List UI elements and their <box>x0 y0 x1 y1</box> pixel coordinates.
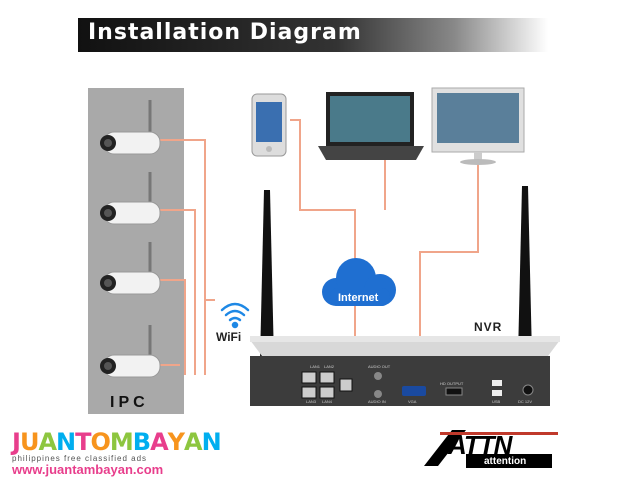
cloud-icon <box>322 258 396 306</box>
brand-logo: JUANTOMBAYAN <box>12 428 222 456</box>
nvr-vga-label: VGA <box>408 399 417 404</box>
wifi-label: WiFi <box>216 330 242 344</box>
monitor-icon <box>431 87 525 165</box>
brand-letter: J <box>12 428 21 456</box>
nvr-hd-output-label: HD OUTPUT <box>440 381 464 386</box>
brand-tagline: philippines free classified ads <box>12 454 148 463</box>
brand-letter: B <box>132 428 151 456</box>
power-jack <box>522 384 534 396</box>
nvr-device <box>250 336 560 406</box>
ip-camera-4 <box>100 325 161 378</box>
camera2-connector <box>160 209 196 375</box>
nvr-audio-in-label: AUDIO IN <box>368 399 386 404</box>
laptop-icon <box>318 92 424 160</box>
lan-port-4 <box>319 386 335 399</box>
vga-port <box>402 386 426 396</box>
nvr-antenna-left <box>260 190 274 360</box>
wan-port <box>339 378 353 392</box>
nvr-audio-out-label: AUDIO OUT <box>368 364 391 369</box>
brand-letter: A <box>184 428 203 456</box>
brand-letter: A <box>150 428 169 456</box>
nvr-lan2-label: LAN2 <box>324 364 335 369</box>
lan-port-2 <box>319 371 335 384</box>
brand-letter: N <box>56 428 76 456</box>
nvr-power-label: DC 12V <box>518 399 532 404</box>
nvr-lan1-label: LAN1 <box>310 364 321 369</box>
camera3-connector <box>160 279 186 375</box>
phone-connector <box>290 119 356 265</box>
nvr-lan4-label: LAN4 <box>322 399 333 404</box>
nvr-lan3-label: LAN3 <box>306 399 317 404</box>
lan-port-1 <box>301 371 317 384</box>
attn-logo-subtitle: attention <box>484 456 527 467</box>
audio-in-jack <box>374 390 382 398</box>
page-title: Installation Diagram <box>88 20 362 45</box>
ip-camera-3 <box>100 242 161 295</box>
usb-port-1 <box>492 380 502 386</box>
ipc-label: IPC <box>110 394 149 411</box>
smartphone-icon <box>251 93 287 157</box>
ip-camera-2 <box>100 172 161 225</box>
camera1-connector <box>160 139 206 375</box>
lan-port-3 <box>301 386 317 399</box>
internet-label: Internet <box>338 292 379 304</box>
attn-logo-text: ATTN <box>448 430 512 460</box>
header-bar <box>78 18 548 52</box>
attn-logo-shape <box>424 430 558 468</box>
brand-letter: U <box>19 428 39 456</box>
nvr-label: NVR <box>474 320 503 334</box>
brand-url[interactable]: www.juantambayan.com <box>12 462 164 477</box>
usb-port-2 <box>492 390 502 396</box>
brand-letter: Y <box>167 428 185 456</box>
brand-letter: A <box>38 428 57 456</box>
brand-letter: T <box>75 428 91 456</box>
brand-letter: M <box>109 428 134 456</box>
nvr-antenna-right <box>518 186 532 356</box>
brand-letter: N <box>201 428 222 456</box>
nvr-usb-label: USB <box>492 399 501 404</box>
audio-out-jack <box>374 372 382 380</box>
ip-camera-1 <box>100 100 161 155</box>
brand-letter: O <box>90 428 110 456</box>
connector-lines <box>160 119 479 375</box>
wifi-icon <box>220 302 250 329</box>
hdmi-port <box>445 387 463 396</box>
monitor-connector <box>419 162 479 370</box>
